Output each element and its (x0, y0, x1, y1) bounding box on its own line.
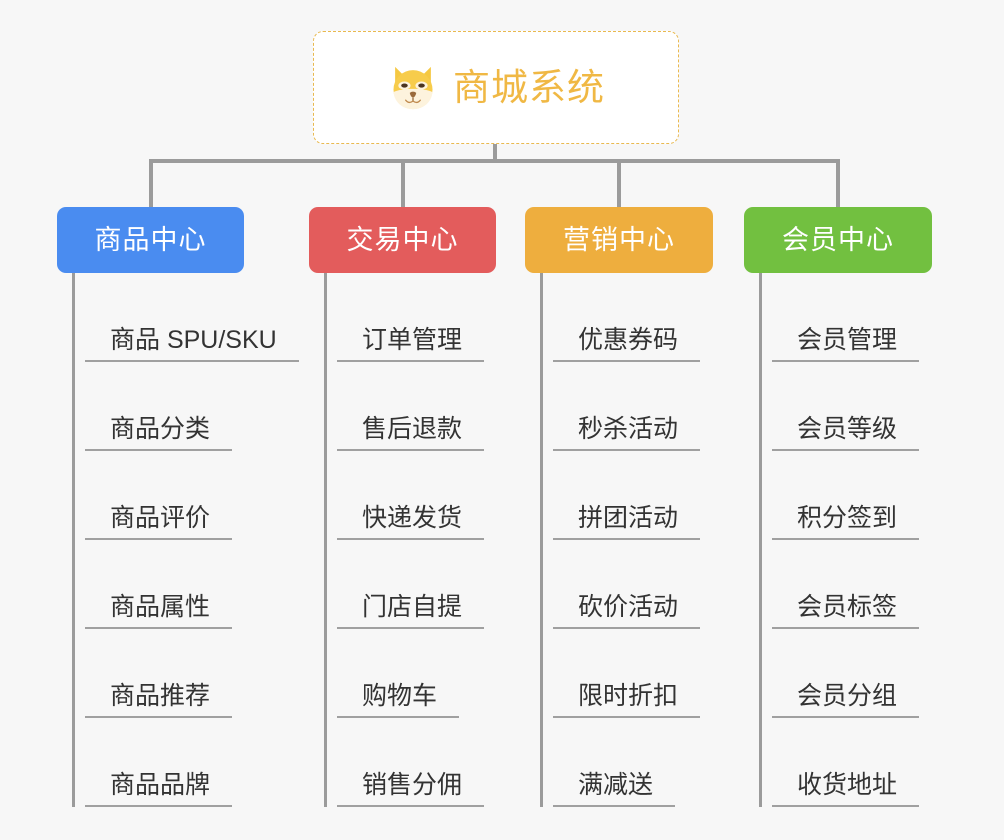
leaf-label: 优惠券码 (553, 326, 701, 362)
branch-header-label: 会员中心 (782, 224, 894, 255)
branch-header-label: 交易中心 (346, 224, 459, 255)
list-item[interactable]: 购物车 (327, 629, 524, 718)
list-item[interactable]: 会员标签 (762, 540, 959, 629)
list-item[interactable]: 积分签到 (762, 451, 959, 540)
connector-drop-4 (836, 159, 840, 209)
list-item[interactable]: 商品品牌 (75, 718, 282, 807)
leaf-label: 快递发货 (337, 504, 485, 540)
leaf-list-marketing-center: 优惠券码 秒杀活动 拼团活动 砍价活动 限时折扣 满减送 (540, 273, 740, 807)
branch-marketing-center: 营销中心 优惠券码 秒杀活动 拼团活动 砍价活动 限时折扣 满减送 (525, 207, 740, 807)
leaf-label: 门店自提 (337, 593, 485, 629)
list-item[interactable]: 商品分类 (75, 362, 282, 451)
leaf-label: 积分签到 (772, 504, 920, 540)
leaf-label: 限时折扣 (553, 682, 701, 718)
list-item[interactable]: 满减送 (543, 718, 740, 807)
leaf-label: 售后退款 (337, 415, 485, 451)
list-item[interactable]: 门店自提 (327, 540, 524, 629)
list-item[interactable]: 砍价活动 (543, 540, 740, 629)
connector-drop-3 (617, 159, 621, 209)
leaf-label: 商品 SPU/SKU (85, 326, 299, 362)
leaf-label: 会员管理 (772, 326, 920, 362)
root-node[interactable]: 商城系统 (313, 31, 679, 144)
leaf-label: 商品推荐 (85, 682, 233, 718)
connector-stem (493, 144, 497, 163)
leaf-list-product-center: 商品 SPU/SKU 商品分类 商品评价 商品属性 商品推荐 商品品牌 (72, 273, 299, 807)
branch-header-product-center[interactable]: 商品中心 (57, 207, 244, 273)
list-item[interactable]: 收货地址 (762, 718, 959, 807)
leaf-label: 秒杀活动 (553, 415, 701, 451)
leaf-label: 满减送 (553, 771, 676, 807)
list-item[interactable]: 售后退款 (327, 362, 524, 451)
leaf-list-trade-center: 订单管理 售后退款 快递发货 门店自提 购物车 销售分佣 (324, 273, 524, 807)
leaf-label: 商品品牌 (85, 771, 233, 807)
leaf-label: 订单管理 (337, 326, 485, 362)
list-item[interactable]: 会员分组 (762, 629, 959, 718)
leaf-label: 销售分佣 (337, 771, 485, 807)
list-item[interactable]: 商品属性 (75, 540, 282, 629)
branch-trade-center: 交易中心 订单管理 售后退款 快递发货 门店自提 购物车 销售分佣 (309, 207, 524, 807)
list-item[interactable]: 商品评价 (75, 451, 282, 540)
list-item[interactable]: 优惠券码 (543, 273, 740, 362)
branch-header-marketing-center[interactable]: 营销中心 (525, 207, 713, 273)
leaf-label: 购物车 (337, 682, 460, 718)
leaf-list-member-center: 会员管理 会员等级 积分签到 会员标签 会员分组 收货地址 (759, 273, 959, 807)
list-item[interactable]: 拼团活动 (543, 451, 740, 540)
connector-drop-2 (401, 159, 405, 209)
list-item[interactable]: 销售分佣 (327, 718, 524, 807)
connector-drop-1 (149, 159, 153, 209)
leaf-label: 收货地址 (772, 771, 920, 807)
leaf-label: 商品评价 (85, 504, 233, 540)
list-item[interactable]: 商品推荐 (75, 629, 282, 718)
leaf-label: 商品分类 (85, 415, 233, 451)
list-item[interactable]: 订单管理 (327, 273, 524, 362)
branch-header-member-center[interactable]: 会员中心 (744, 207, 932, 273)
shiba-inu-dog-face-icon (393, 66, 433, 111)
list-item[interactable]: 商品 SPU/SKU (75, 273, 299, 362)
list-item[interactable]: 限时折扣 (543, 629, 740, 718)
leaf-label: 砍价活动 (553, 593, 701, 629)
connector-bus (149, 159, 840, 163)
leaf-label: 会员分组 (772, 682, 920, 718)
list-item[interactable]: 秒杀活动 (543, 362, 740, 451)
branch-member-center: 会员中心 会员管理 会员等级 积分签到 会员标签 会员分组 收货地址 (744, 207, 959, 807)
leaf-label: 商品属性 (85, 593, 233, 629)
branch-header-label: 商品中心 (94, 224, 207, 255)
list-item[interactable]: 会员等级 (762, 362, 959, 451)
leaf-label: 拼团活动 (553, 504, 701, 540)
list-item[interactable]: 会员管理 (762, 273, 959, 362)
list-item[interactable]: 快递发货 (327, 451, 524, 540)
branch-product-center: 商品中心 商品 SPU/SKU 商品分类 商品评价 商品属性 商品推荐 商品品牌 (57, 207, 299, 807)
branch-header-trade-center[interactable]: 交易中心 (309, 207, 496, 273)
branch-header-label: 营销中心 (563, 224, 675, 255)
root-title: 商城系统 (453, 67, 605, 108)
leaf-label: 会员等级 (772, 415, 920, 451)
leaf-label: 会员标签 (772, 593, 920, 629)
